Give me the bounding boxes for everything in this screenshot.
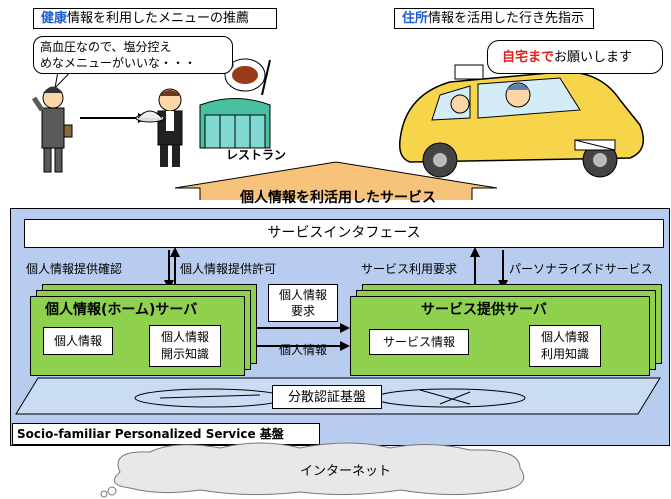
personal-info-label: 個人情報 [53,334,102,348]
platform-name: Socio-familiar Personalized Service 基盤 [17,427,284,442]
label-personalized: パーソナライズドサービス [509,262,653,276]
taxi-figure [398,64,645,178]
caption-right-rest: 情報を活用した行き先指示 [428,11,585,26]
platform-name-box: Socio-familiar Personalized Service 基盤 [12,423,320,445]
disclosure-line2: 開示知識 [160,347,209,361]
disclosure-line1: 個人情報 [160,330,209,344]
platform-name-prefix: Socio-familiar Personalized Service [17,427,260,441]
usage-line2: 利用知識 [540,347,589,361]
scene-art [31,58,645,200]
service-info-label: サービス情報 [382,335,455,349]
caption-box-right: 住所情報を活用した行き先指示 [394,8,594,29]
personal-info-box: 個人情報 [43,327,113,355]
speech-left-line2: めなメニューがいいな・・・ [40,56,197,70]
label-service-request: サービス利用要求 [361,262,458,276]
service-info-box: サービス情報 [369,329,469,355]
waiter-figure [135,88,183,167]
speech-bubble-right: 自宅までお願いします [487,40,663,74]
restaurant-label: レストラン [226,148,287,162]
caption-right-highlight: 住所 [402,11,429,26]
speech-right-rest: お願いします [554,50,633,65]
home-server-title: 個人情報(ホーム)サーバ [45,302,198,318]
speech-right-highlight: 自宅まで [502,50,555,65]
speech-bubble-left: 高血圧なので、塩分控え めなメニューがいいな・・・ [33,36,233,74]
caption-left-highlight: 健康 [41,11,68,26]
label-consent-check: 個人情報提供確認 [26,262,123,276]
disclosure-knowledge-box: 個人情報 開示知識 [149,325,221,367]
request-line2: 要求 [290,304,315,318]
speech-left-line1: 高血圧なので、塩分控え [40,40,172,54]
restaurant-building [199,58,271,149]
service-banner: 個人情報を利活用したサービス [240,190,436,206]
caption-right: 住所情報を活用した行き先指示 [402,11,584,26]
platform-name-suffix: 基盤 [259,427,284,441]
caption-left-rest: 情報を利用したメニューの推薦 [67,11,250,26]
service-server-title: サービス提供サーバ [421,302,547,318]
speech-right: 自宅までお願いします [502,50,632,65]
exchange-info-label: 個人情報 [279,343,328,357]
usage-line1: 個人情報 [540,330,589,344]
caption-left: 健康情報を利用したメニューの推薦 [41,11,249,26]
service-interface-label: サービスインタフェース [267,225,421,241]
auth-label: 分散認証基盤 [287,390,366,405]
home-server: 個人情報(ホーム)サーバ 個人情報 個人情報 開示知識 [30,296,245,376]
man-figure [31,86,73,173]
request-line1: 個人情報 [278,288,327,302]
service-interface-bar: サービスインタフェース [24,219,664,248]
usage-knowledge-box: 個人情報 利用知識 [529,325,601,367]
label-consent-permit: 個人情報提供許可 [180,262,277,276]
internet-label: インターネット [300,464,392,479]
auth-label-box: 分散認証基盤 [272,385,382,409]
request-box: 個人情報 要求 [268,284,338,322]
caption-box-left: 健康情報を利用したメニューの推薦 [33,8,277,29]
service-server: サービス提供サーバ サービス情報 個人情報 利用知識 [350,296,650,376]
